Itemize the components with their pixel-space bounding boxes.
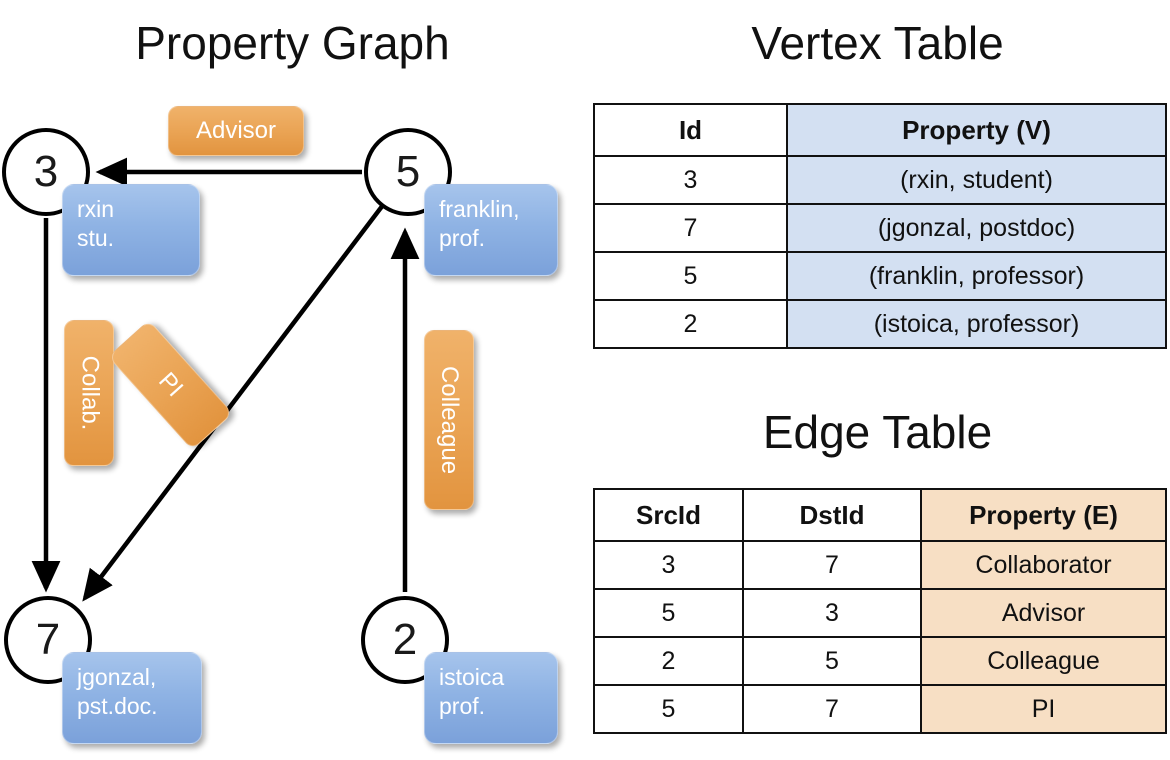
- edge-label-collab: Collab.: [64, 320, 114, 466]
- edge-row-2-dst: 5: [742, 636, 922, 686]
- table-row[interactable]: 3 (rxin, student): [593, 155, 1167, 205]
- page-title-property-graph: Property Graph: [135, 17, 450, 69]
- edge-row-1-src: 5: [593, 588, 744, 638]
- edge-table-header-property: Property (E): [920, 488, 1167, 542]
- vertex-row-1-property: (jgonzal, postdoc): [786, 203, 1167, 253]
- node-property-franklin-line2: prof.: [439, 225, 486, 252]
- node-property-box-franklin: franklin, prof.: [424, 184, 558, 276]
- edge-table-header-srcid: SrcId: [593, 488, 744, 542]
- vertex-row-2-property: (franklin, professor): [786, 251, 1167, 301]
- vertex-table: Id Property (V) 3 (rxin, student) 7 (jgo…: [593, 103, 1167, 349]
- graph-node-5-label: 5: [395, 147, 421, 196]
- edge-row-0-dst: 7: [742, 540, 922, 590]
- edge-label-collab-text: Collab.: [76, 355, 103, 431]
- graph-node-7-label: 7: [35, 615, 61, 664]
- table-row[interactable]: 5 3 Advisor: [593, 588, 1167, 638]
- edge-row-0-property: Collaborator: [920, 540, 1167, 590]
- vertex-table-header-property: Property (V): [786, 103, 1167, 157]
- edge-table-header-row: SrcId DstId Property (E): [593, 488, 1167, 542]
- property-graph-panel: Property Graph 3 5 7 2: [2, 17, 558, 744]
- edge-label-pi-text: PI: [153, 367, 189, 403]
- edge-table: SrcId DstId Property (E) 3 7 Collaborato…: [593, 488, 1167, 734]
- edge-label-colleague: Colleague: [424, 330, 474, 510]
- graph-node-2-label: 2: [392, 615, 418, 664]
- edge-row-2-src: 2: [593, 636, 744, 686]
- edge-pi-5-to-7: [82, 203, 385, 602]
- table-row[interactable]: 5 (franklin, professor): [593, 251, 1167, 301]
- edge-row-1-dst: 3: [742, 588, 922, 638]
- table-row[interactable]: 2 5 Colleague: [593, 636, 1167, 686]
- node-property-rxin-line1: rxin: [77, 196, 115, 222]
- edge-label-advisor: Advisor: [168, 106, 304, 156]
- graph-node-5[interactable]: 5: [364, 128, 452, 216]
- vertex-row-0-id: 3: [593, 155, 788, 205]
- node-property-istoica-line2: prof.: [439, 693, 486, 720]
- graph-node-3-label: 3: [33, 147, 59, 196]
- page-title-edge-table: Edge Table: [762, 406, 993, 458]
- node-property-rxin-line2: stu.: [77, 225, 115, 252]
- vertex-row-3-id: 2: [593, 299, 788, 349]
- vertex-row-1-id: 7: [593, 203, 788, 253]
- graph-node-2[interactable]: 2: [361, 596, 449, 684]
- node-property-jgonzal-line2: pst.doc.: [77, 693, 158, 720]
- edge-label-advisor-text: Advisor: [195, 117, 277, 144]
- table-row[interactable]: 3 7 Collaborator: [593, 540, 1167, 590]
- vertex-row-0-property: (rxin, student): [786, 155, 1167, 205]
- graph-edges-svg: [31, 157, 420, 602]
- vertex-table-header-id: Id: [593, 103, 788, 157]
- edge-table-header-dstid: DstId: [742, 488, 922, 542]
- edge-row-1-property: Advisor: [920, 588, 1167, 638]
- node-property-box-rxin: rxin stu.: [62, 184, 200, 276]
- node-property-istoica-line1: istoica: [439, 664, 505, 690]
- edge-row-0-src: 3: [593, 540, 744, 590]
- edge-row-3-src: 5: [593, 684, 744, 734]
- vertex-row-3-property: (istoica, professor): [786, 299, 1167, 349]
- node-property-jgonzal-line1: jgonzal,: [77, 664, 157, 690]
- node-property-box-istoica: istoica prof.: [424, 652, 558, 744]
- page-title-vertex-table: Vertex Table: [751, 17, 1004, 69]
- node-property-box-jgonzal: jgonzal, pst.doc.: [62, 652, 202, 744]
- table-row[interactable]: 7 (jgonzal, postdoc): [593, 203, 1167, 253]
- edge-row-3-property: PI: [920, 684, 1167, 734]
- edge-label-colleague-text: Colleague: [436, 365, 463, 475]
- node-property-franklin-line1: franklin,: [439, 196, 520, 222]
- vertex-table-header-row: Id Property (V): [593, 103, 1167, 157]
- edge-row-3-dst: 7: [742, 684, 922, 734]
- vertex-row-2-id: 5: [593, 251, 788, 301]
- edge-row-2-property: Colleague: [920, 636, 1167, 686]
- table-row[interactable]: 2 (istoica, professor): [593, 299, 1167, 349]
- table-row[interactable]: 5 7 PI: [593, 684, 1167, 734]
